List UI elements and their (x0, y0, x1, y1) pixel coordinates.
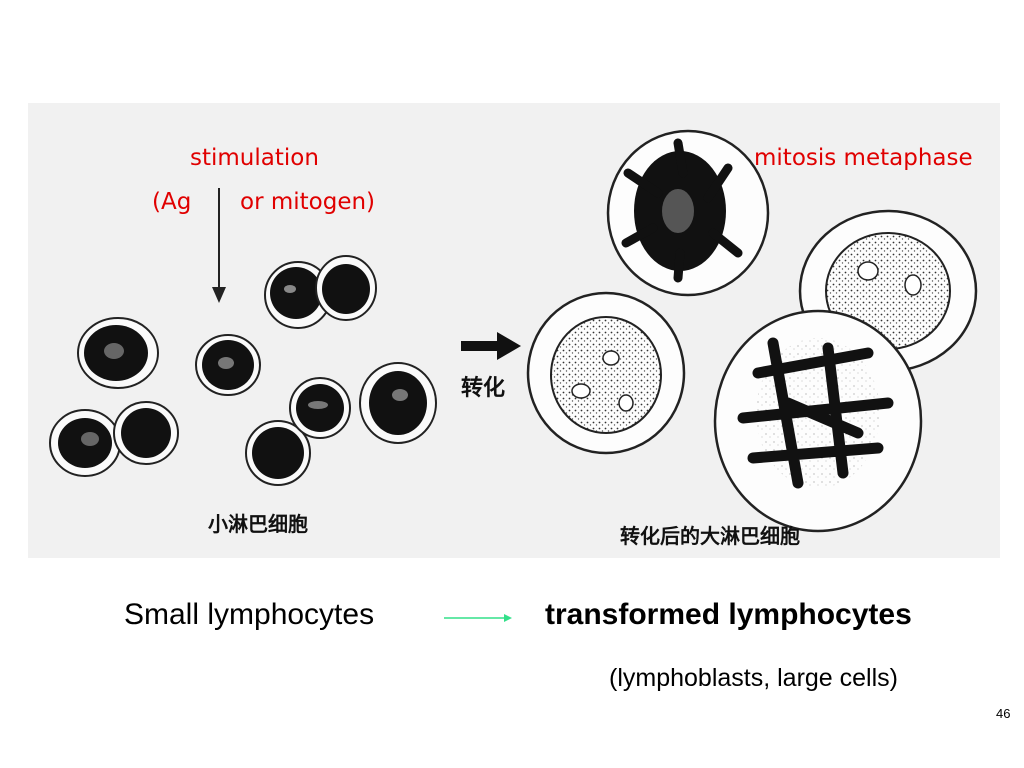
small-lymphocyte (359, 362, 437, 444)
cell-drawing: 转化 小淋巴细胞 转化后的大淋巴细胞 (28, 103, 1000, 558)
antigen-label: (Ag (152, 189, 192, 215)
lymphoblasts-subcaption: (lymphoblasts, large cells) (609, 664, 898, 692)
transform-cn-label: 转化 (461, 375, 505, 400)
mitosis-metaphase-label: mitosis metaphase (754, 145, 973, 171)
small-lymphocytes-caption: Small lymphocytes (124, 598, 375, 631)
stimulation-label: stimulation (190, 145, 319, 171)
large-lymphocyte-mitotic (606, 129, 770, 297)
small-lymphocyte (245, 420, 311, 486)
caption-arrow (444, 614, 512, 622)
page-number: 46 (996, 706, 1011, 721)
mitogen-label: or mitogen) (240, 189, 376, 215)
stimulation-arrow (212, 188, 226, 303)
large-lymphocyte-mitotic (713, 309, 923, 533)
transform-arrow (461, 332, 521, 360)
small-lymphocyte (289, 377, 351, 439)
small-lymphocyte (113, 401, 179, 465)
transformed-lymphocytes-caption: transformed lymphocytes (545, 598, 912, 631)
small-lymphocyte-cn-label: 小淋巴细胞 (208, 512, 308, 536)
small-lymphocyte (315, 255, 377, 321)
small-lymphocyte (195, 334, 261, 396)
small-lymphocyte (77, 317, 159, 389)
lymphocyte-figure: 转化 小淋巴细胞 转化后的大淋巴细胞 stimulation (Ag or mi… (28, 103, 1000, 558)
large-lymphocyte-interphase (526, 291, 686, 455)
small-lymphocyte (49, 409, 121, 477)
large-lymphocyte-cn-label: 转化后的大淋巴细胞 (620, 524, 800, 548)
